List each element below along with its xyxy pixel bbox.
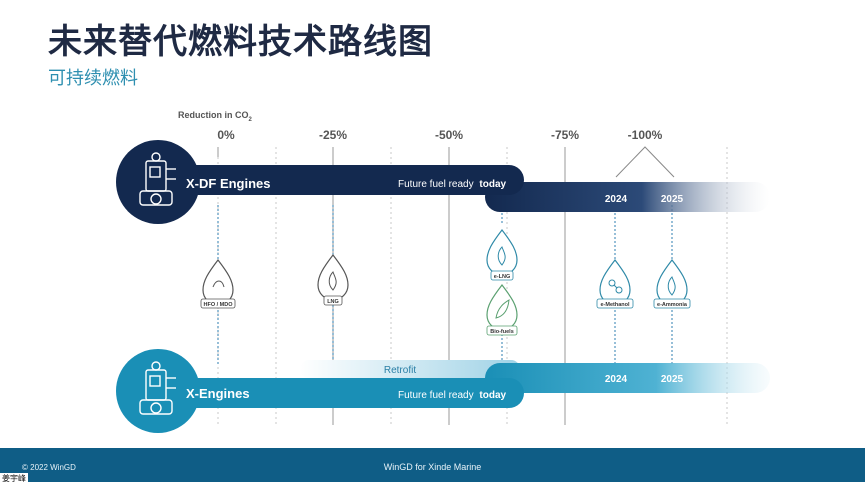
fuel-label-e-lng: e-LNG xyxy=(494,274,511,280)
fuel-label-e-methanol: e-Methanol xyxy=(600,302,630,308)
flame-drop-icon xyxy=(656,259,688,306)
drop-icon xyxy=(202,259,234,306)
tick-label-100: -100% xyxy=(628,128,663,142)
presenter-name: 姜宇峰 xyxy=(0,473,28,484)
xdf-engine-icon xyxy=(139,152,176,206)
fuel-roadmap-diagram: Reduction in CO2 0% -25% -50% -75% -100% xyxy=(116,110,770,433)
x-bar xyxy=(120,378,524,408)
xdf-future-bar xyxy=(485,182,770,212)
xdf-engine-label: X-DF Engines xyxy=(186,176,271,191)
retrofit-label: Retrofit xyxy=(384,365,416,376)
fuel-e-methanol: e-Methanol xyxy=(596,259,634,309)
x-ready-text: Future fuel ready today xyxy=(398,390,506,401)
fuel-label-bio: Bio-fuels xyxy=(490,329,514,335)
x-engine-badge xyxy=(116,349,200,433)
fuel-label-e-ammonia: e-Ammonia xyxy=(657,302,688,308)
fuel-e-ammonia: e-Ammonia xyxy=(653,259,691,309)
axis-label: Reduction in CO2 xyxy=(178,110,253,123)
fuel-lng: LNG xyxy=(317,254,349,306)
x-future-bar xyxy=(485,363,770,393)
leaf-drop-icon xyxy=(486,284,518,331)
fuel-e-lng: e-LNG xyxy=(486,229,518,281)
fuel-label-lng: LNG xyxy=(327,299,339,305)
x-year-2024: 2024 xyxy=(605,374,628,385)
flame-drop-icon xyxy=(317,254,349,301)
x-year-2025: 2025 xyxy=(661,374,684,385)
bracket-100 xyxy=(615,146,675,178)
xdf-engine-badge xyxy=(116,140,200,224)
tick-label-75: -75% xyxy=(551,128,579,142)
x-engine-label: X-Engines xyxy=(186,386,250,401)
page-title: 未来替代燃料技术路线图 xyxy=(48,22,433,62)
footer-copyright: © 2022 WinGD xyxy=(22,463,76,472)
flame-drop-icon xyxy=(486,229,518,276)
retrofit-bar xyxy=(300,360,520,378)
xdf-ready-text: Future fuel ready today xyxy=(398,179,506,190)
tick-label-50: -50% xyxy=(435,128,463,142)
page-subtitle: 可持续燃料 xyxy=(48,68,138,89)
fuel-label-hfo: HFO / MDO xyxy=(203,302,233,308)
fuel-hfo-mdo: HFO / MDO xyxy=(200,259,236,309)
xdf-bar xyxy=(120,165,524,195)
tick-label-0: 0% xyxy=(217,128,235,142)
footer-center-text: WinGD for Xinde Marine xyxy=(383,462,482,472)
x-engine-icon xyxy=(139,361,176,415)
xdf-year-2024: 2024 xyxy=(605,194,628,205)
fuel-bio: Bio-fuels xyxy=(486,284,518,336)
footer-bar: © 2022 WinGD WinGD for Xinde Marine 姜宇峰 xyxy=(0,448,865,484)
xdf-year-2025: 2025 xyxy=(661,194,684,205)
tick-label-25: -25% xyxy=(319,128,347,142)
